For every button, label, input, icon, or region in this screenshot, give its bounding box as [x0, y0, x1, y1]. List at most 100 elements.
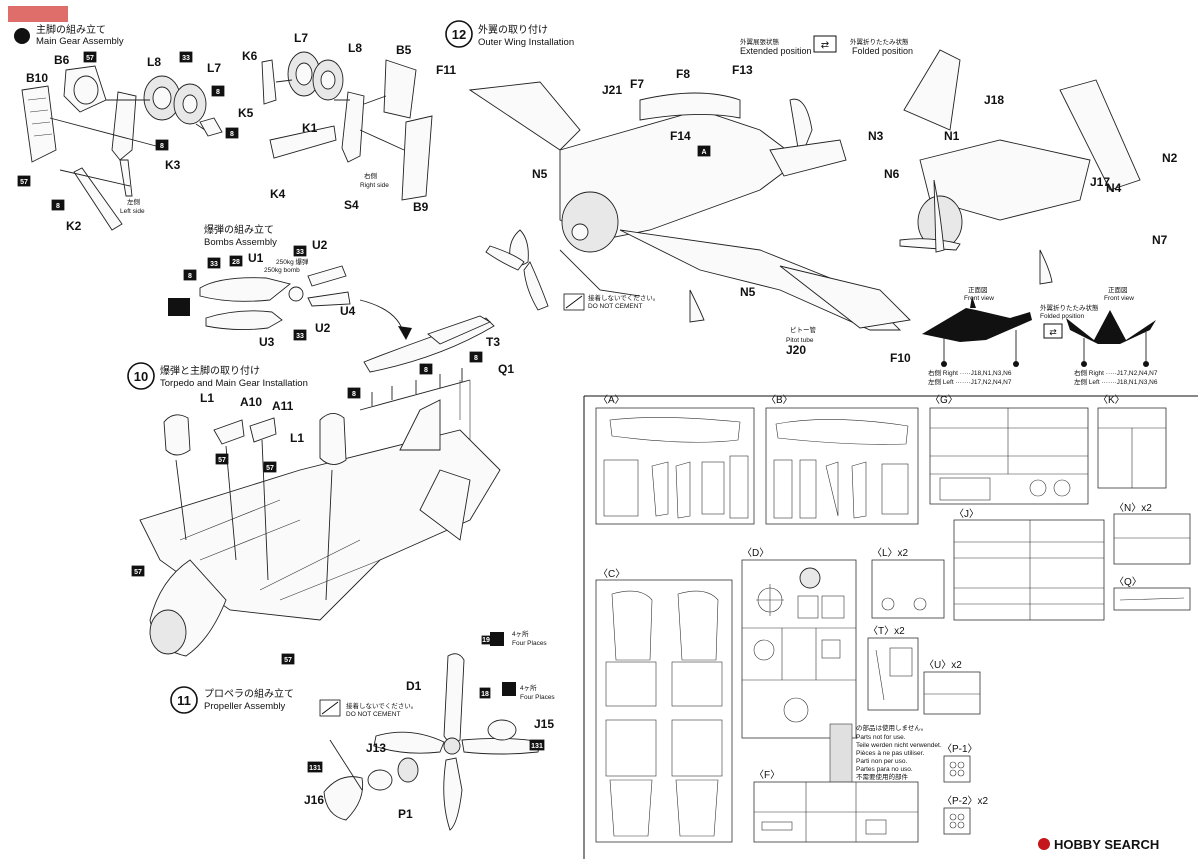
folded-jp: 外翼折りたたみ状態: [850, 37, 909, 46]
sprue-label-G: 〈G〉: [930, 394, 958, 406]
part-label: N5: [532, 167, 548, 181]
part-label: U3: [259, 335, 275, 349]
step10-title-jp: 爆弾と主脚の取り付け: [160, 364, 260, 377]
unused-line-5: 不需要使用的部件: [856, 772, 909, 781]
part-label: F11: [436, 63, 456, 77]
front-view-en: Front view: [964, 295, 994, 302]
right-side-jp: 右側: [364, 171, 378, 180]
sprue-label-P2: 〈P-2〉x2: [942, 795, 989, 807]
part-label: F10: [890, 351, 911, 365]
front-view-en: Front view: [1104, 295, 1134, 302]
step12-badge: [445, 20, 473, 48]
step9-left-gear-drawing: [21, 65, 223, 231]
part-label: L1: [200, 391, 214, 405]
step10-title-en: Torpedo and Main Gear Installation: [160, 378, 308, 389]
part-label: F13: [732, 63, 753, 77]
part-label: L1: [290, 431, 304, 445]
svg-text:131: 131: [531, 743, 543, 750]
paint-ref-33: [179, 51, 193, 63]
left-parts-line-2: 左側 Left ·······J18,N1,N3,N6: [1074, 377, 1158, 386]
bombs-multiplier: x2: [172, 301, 186, 315]
paint-ref-33: [293, 245, 307, 257]
left-side-en: Left side: [120, 208, 145, 215]
sprue-U: [923, 671, 981, 715]
unused-parts-swatch: [829, 723, 853, 787]
paint-ref-57: [17, 175, 31, 187]
svg-text:8: 8: [56, 203, 60, 210]
svg-text:A: A: [701, 149, 706, 156]
part-label: A11: [272, 399, 294, 413]
part-label: J13: [366, 741, 386, 755]
extended-jp: 外翼展張状態: [740, 37, 780, 46]
svg-text:8: 8: [474, 355, 478, 362]
part-label: P1: [398, 807, 413, 821]
right-parts-line: 右側 Right ·····J18,N1,N3,N6: [928, 368, 1012, 377]
hobby-search-watermark: HOBBY SEARCH: [1038, 837, 1159, 852]
svg-text:131: 131: [309, 765, 321, 772]
part-label: L7: [207, 61, 221, 75]
svg-text:8: 8: [424, 367, 428, 374]
sprue-N: [1113, 513, 1191, 565]
sprue-label-B: 〈B〉: [766, 394, 793, 406]
unused-line-4: Partes para no uso.: [856, 766, 913, 773]
unused-parts-jp: の部品は使用しません。: [856, 723, 927, 732]
left-side-jp: 左側: [127, 197, 141, 206]
sprue-L: [871, 559, 945, 619]
svg-text:33: 33: [210, 261, 218, 268]
unused-line-2: Pièces à ne pas utiliser.: [856, 750, 924, 757]
svg-text:19: 19: [482, 637, 490, 644]
paint-ref-33: [293, 329, 307, 341]
paint-ref-8: [183, 269, 197, 281]
folded-small-en: Folded position: [1040, 313, 1084, 320]
part-label: D1: [406, 679, 422, 693]
bombs-title-en: Bombs Assembly: [204, 237, 277, 248]
no-cement-jp: 接着しないでください。: [346, 701, 417, 710]
step11-badge: [170, 686, 198, 714]
svg-text:★: ★: [505, 685, 514, 696]
front-view-jp: 正面図: [1108, 286, 1128, 294]
sprue-C: [595, 579, 733, 843]
part-label: U2: [312, 238, 328, 252]
svg-text:57: 57: [284, 657, 292, 664]
step10-badge: [127, 362, 155, 390]
four-places-jp: 4ヶ所: [520, 683, 537, 692]
svg-text:33: 33: [296, 333, 304, 340]
step11-propeller-drawing: [323, 653, 541, 831]
step11-title-en: Propeller Assembly: [204, 701, 286, 712]
svg-text:⇄: ⇄: [1049, 327, 1057, 337]
sprue-label-L: 〈L〉x2: [872, 547, 909, 559]
sprue-B: [765, 407, 919, 525]
part-label: U2: [315, 321, 331, 335]
svg-text:8: 8: [230, 131, 234, 138]
bomb-note-jp: 250kg 爆弾: [276, 257, 309, 266]
part-label: L8: [348, 41, 362, 55]
sprue-label-J: 〈J〉: [954, 508, 979, 520]
paint-ref-8: [469, 351, 483, 363]
part-label: F8: [676, 67, 690, 81]
no-cement-jp: 接着しないでください。: [588, 293, 659, 302]
step12-main-aircraft-drawing: [468, 81, 911, 331]
unused-line-1: Teile werden nicht verwendet.: [856, 742, 942, 749]
paint-ref-57: [263, 461, 277, 473]
part-label: B5: [396, 43, 412, 57]
four-places-en: Four Places: [512, 640, 547, 647]
sprue-P2: [943, 807, 971, 835]
paint-ref-57: [131, 565, 145, 577]
paint-ref-A: [697, 145, 711, 157]
part-label: T3: [486, 335, 500, 349]
part-label: F7: [630, 77, 644, 91]
no-cement-en: DO NOT CEMENT: [588, 303, 642, 310]
paint-ref-8: [155, 139, 169, 151]
part-label: B9: [413, 200, 429, 214]
part-label: N5: [740, 285, 756, 299]
paint-ref-8: [347, 387, 361, 399]
svg-text:57: 57: [134, 569, 142, 576]
pitot-jp: ピトー管: [790, 325, 817, 334]
part-label: Q1: [498, 362, 514, 376]
sprue-label-T: 〈T〉x2: [868, 625, 905, 637]
svg-text:28: 28: [232, 259, 240, 266]
svg-text:33: 33: [296, 249, 304, 256]
sprue-label-N: 〈N〉x2: [1114, 502, 1152, 514]
part-label: J17: [1090, 175, 1110, 189]
part-label: A10: [240, 395, 262, 409]
